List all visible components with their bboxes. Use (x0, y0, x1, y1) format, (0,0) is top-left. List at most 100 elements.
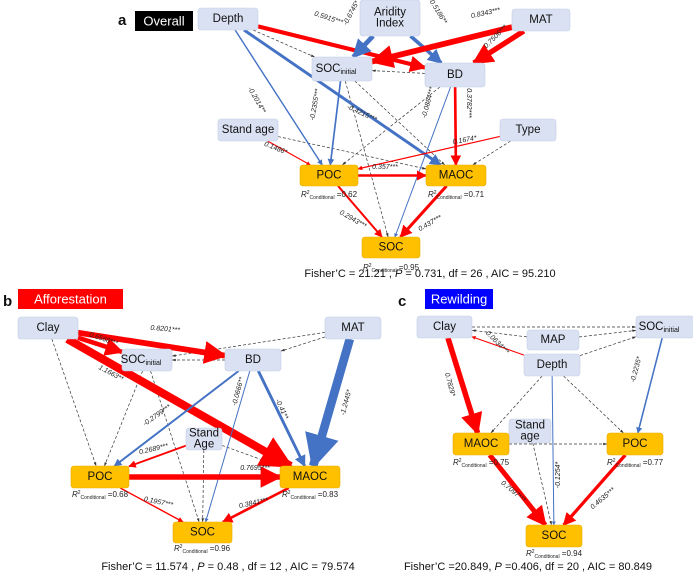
path-clay-maoc (445, 337, 483, 436)
path-coefficient: 0.7695*** (240, 465, 270, 472)
model-fit-statistics: Fisher’C =20.849, P =0.406, df = 20 , AI… (404, 561, 652, 573)
node-box (17, 316, 79, 340)
path-coefficient: -0.2355*** (309, 88, 321, 121)
path-stand_age-poc (267, 140, 311, 166)
path-coefficient: 0.7829* (443, 372, 456, 397)
node-box (416, 315, 473, 339)
node-depth: Depth (523, 353, 581, 377)
nonsignificant-path-mat-soc_initial (171, 332, 326, 357)
node-box (511, 8, 571, 32)
node-subscript: initial (663, 327, 679, 334)
node-label: MAP (541, 334, 566, 346)
node-label: Age (194, 439, 214, 451)
path-depth-poc (234, 29, 323, 166)
node-box (311, 56, 373, 82)
panel-letter: b (3, 293, 12, 310)
node-bd: BD (424, 62, 486, 88)
node-label: MAOC (464, 438, 499, 450)
nonsignificant-path-depth-poc (563, 375, 624, 434)
path-coefficient: 0.2943*** (338, 209, 367, 230)
node-label: MAT (341, 322, 364, 334)
panel-title: Afforestation (34, 292, 107, 307)
node-label: BD (245, 354, 261, 366)
path-maoc-soc (221, 486, 290, 524)
nonsignificant-path-depth-maoc (490, 375, 543, 434)
node-label: BD (447, 69, 463, 81)
node-label: Stand age (222, 124, 274, 136)
panel-letter: c (398, 293, 406, 310)
panel-title: Overall (143, 14, 184, 29)
path-coefficient: 0.1674* (452, 135, 477, 146)
path-coefficient: 0.0634*** (484, 330, 510, 356)
node-box (121, 348, 173, 372)
path-coefficient: -1.2445* (340, 389, 354, 417)
nonsignificant-path-stand_age-soc (532, 442, 552, 526)
node-soc-initial: SOCinitial (311, 56, 373, 82)
path-coefficient: 0.3841*** (238, 497, 269, 510)
path-soc_initial-poc (636, 337, 663, 434)
path-coefficient: 0.8201*** (150, 325, 180, 335)
path-coefficient: 0.437*** (417, 214, 443, 233)
r2-conditional: R2Conditional =0.77 (607, 458, 664, 469)
node-label: SOC (542, 530, 567, 542)
node-label: SOC (379, 242, 404, 254)
node-poc: POC (70, 465, 130, 489)
node-label: MAT (529, 14, 552, 26)
path-layer (51, 24, 663, 527)
node-box (526, 329, 580, 351)
node-box (172, 521, 233, 544)
node-label: Clay (36, 322, 59, 334)
nonsignificant-path-bd-poc (341, 86, 441, 166)
r2-conditional: R2Conditional =0.94 (526, 549, 583, 560)
path-type-poc (357, 135, 501, 171)
path-mat-bd (471, 28, 526, 66)
nonsignificant-path-depth-soc_initial (252, 29, 316, 58)
path-bd-maoc (450, 86, 462, 167)
node-label: Index (376, 18, 404, 30)
nonsignificant-path-stand_age-maoc (277, 136, 427, 170)
node-maoc: MAOC (279, 465, 341, 489)
nonsignificant-path-soc_initial-poc (104, 370, 143, 467)
r2-conditional: R2Conditional =0.75 (453, 458, 510, 469)
path-coefficient: -0.2235* (630, 356, 644, 384)
path-coefficient: -0.0884*** (421, 86, 436, 119)
model-fit-statistics: Fisher’C = 11.574 , P = 0.48 , df = 12 ,… (101, 561, 354, 573)
path-coefficient: 0.1957*** (143, 496, 174, 509)
node-maoc: MAOC (425, 164, 487, 187)
node-soc: SOC (361, 236, 421, 259)
node-box (424, 62, 486, 88)
node-label: MAOC (293, 471, 328, 483)
path-poc-soc (337, 185, 383, 238)
r2-conditional: R2Conditional =0.62 (301, 190, 358, 201)
node-label: Aridity (374, 7, 406, 19)
nonsignificant-path-stand_age-soc (201, 449, 205, 523)
path-coefficient: -0.1254* (555, 461, 562, 488)
node-depth: Depth (197, 7, 259, 31)
path-coefficient: 0.5915*** (313, 11, 344, 27)
node-soc: SOC (525, 524, 583, 548)
path-clay-maoc (65, 335, 294, 470)
node-soc: SOC (172, 521, 233, 544)
node-mat: MAT (511, 8, 571, 32)
path-mat-soc_initial (369, 24, 513, 68)
path-maoc-soc (399, 184, 448, 239)
node-clay: Clay (416, 315, 473, 339)
node-type: Type (499, 118, 557, 142)
path-coefficient: -0.6745* (342, 0, 361, 27)
r2-conditional: R2Conditional =0.83 (282, 490, 339, 501)
nonsignificant-path-map-soc_initial (578, 329, 637, 338)
node-box (324, 316, 382, 340)
node-box (359, 0, 421, 37)
node-box (70, 465, 130, 489)
node-box (425, 164, 487, 187)
node-box (452, 432, 510, 456)
node-box (508, 418, 552, 444)
panel-title-badge (425, 289, 493, 309)
node-box (197, 7, 259, 31)
